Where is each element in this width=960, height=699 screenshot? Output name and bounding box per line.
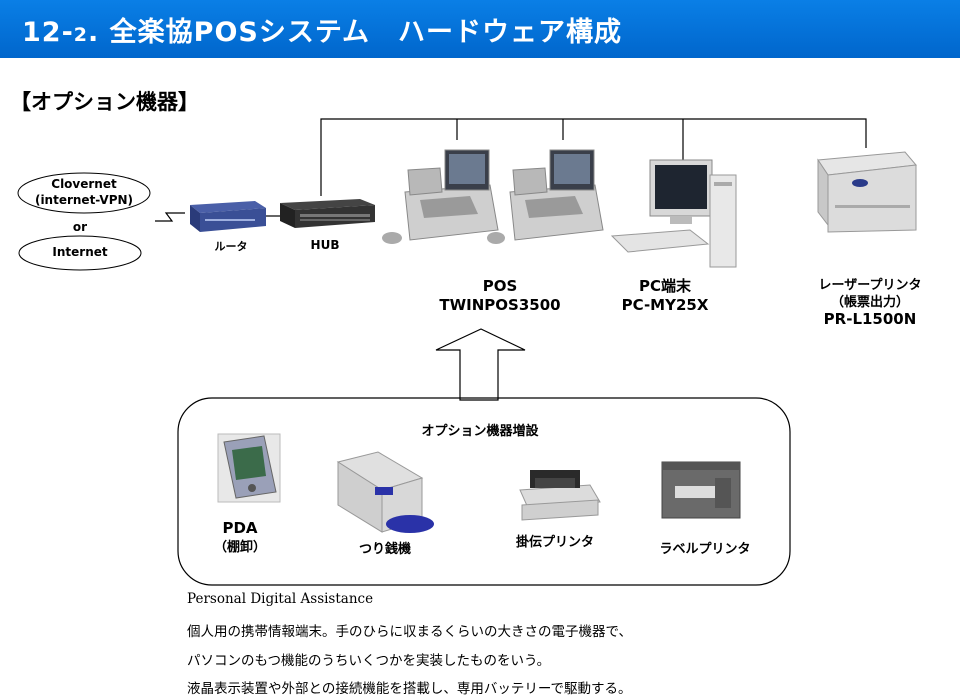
- pos-terminal-2: [509, 149, 604, 241]
- internet-label: Internet: [52, 245, 108, 259]
- page-title: 12-2. 全楽協POSシステム ハードウェア構成: [22, 17, 623, 48]
- coin-dispenser-label: つり銭機: [358, 542, 411, 557]
- section-heading: 【オプション機器】: [10, 90, 199, 114]
- up-arrow: [435, 328, 526, 401]
- top-bus-line: [320, 118, 867, 196]
- pc-label: PC端末 PC-MY25X: [621, 277, 709, 314]
- options-box: [177, 397, 791, 586]
- hub-icon: [280, 199, 375, 228]
- slip-printer-icon: [519, 470, 601, 521]
- clovernet-ellipse: [17, 172, 151, 214]
- pda-icon: [217, 433, 281, 503]
- laser-printer-label: レーザープリンタ （帳票出力） PR-L1500N: [818, 278, 922, 328]
- internet-ellipse: [18, 235, 142, 271]
- title-bar: [0, 0, 960, 58]
- router-label: ルータ: [214, 240, 248, 253]
- description-line-1: 個人用の携帯情報端末。手のひらに収まるくらいの大きさの電子機器で、: [187, 624, 632, 640]
- pos-label: POS TWINPOS3500: [439, 277, 561, 314]
- network-lines: [155, 118, 867, 222]
- coin-dispenser-icon: [336, 451, 434, 533]
- pc-terminal-icon: [610, 159, 737, 268]
- description-heading: Personal Digital Assistance: [187, 591, 374, 607]
- or-label: or: [72, 220, 88, 234]
- router-icon: [190, 201, 266, 232]
- pda-label: PDA （棚卸）: [213, 519, 266, 555]
- pos-terminal-1: [382, 149, 505, 244]
- internet-zigzag: [155, 212, 185, 222]
- description-line-3: 液晶表示装置や外部との接続機能を搭載し、専用バッテリーで駆動する。: [187, 681, 632, 697]
- clovernet-label: Clovernet (internet-VPN): [34, 177, 134, 207]
- description-line-2: パソコンのもつ機能のうちいくつかを実装したものをいう。: [187, 653, 551, 669]
- label-printer-label: ラベルプリンタ: [659, 542, 751, 557]
- options-title: オプション機器増設: [421, 424, 539, 439]
- hub-label: HUB: [310, 238, 340, 252]
- label-printer-icon: [661, 461, 741, 519]
- laser-printer-icon: [817, 151, 917, 233]
- slip-printer-label: 掛伝プリンタ: [515, 535, 594, 550]
